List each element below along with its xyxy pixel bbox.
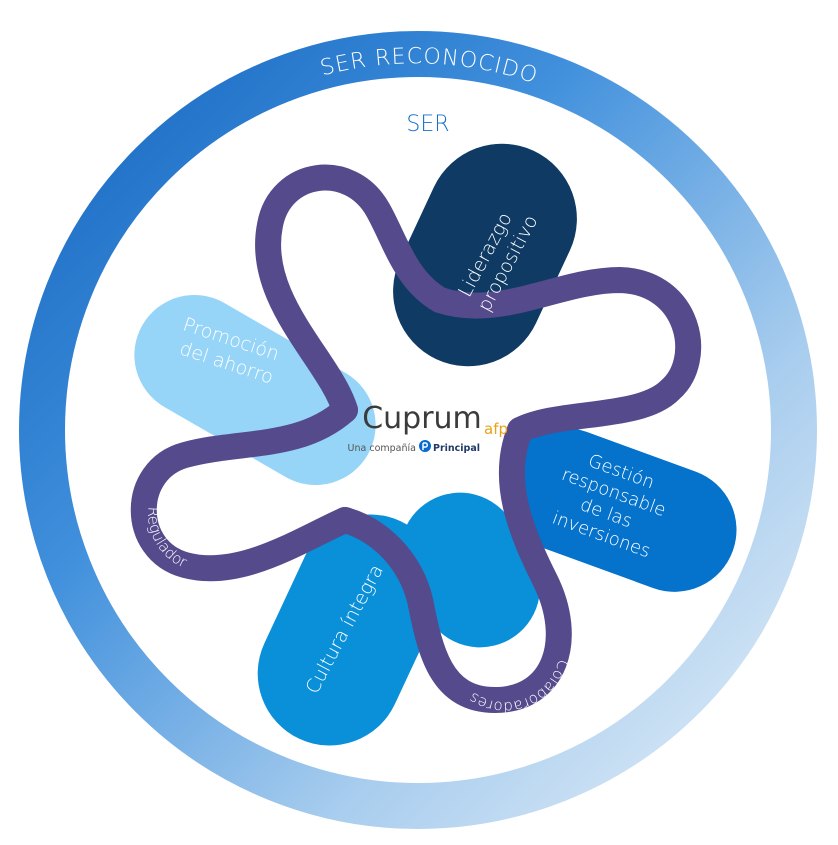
logo-suffix: afp	[484, 420, 508, 438]
stakeholder-regulador-text: Regulador	[144, 506, 191, 572]
pillar-gestion-shape	[503, 428, 737, 592]
logo-tagline-prefix: Una compañía	[348, 443, 416, 454]
principal-p-icon	[419, 440, 431, 452]
inner-ser-label: SER	[406, 112, 449, 137]
center-logo: Cuprum afp Una compañía Principal	[348, 401, 508, 454]
stakeholder-regulador-label: Regulador	[144, 506, 191, 572]
pillar-gestion	[503, 428, 737, 592]
outer-ring	[19, 31, 817, 829]
logo-name: Cuprum	[362, 401, 482, 436]
stakeholder-band	[130, 164, 702, 713]
logo-tagline-brand: Principal	[433, 443, 480, 454]
